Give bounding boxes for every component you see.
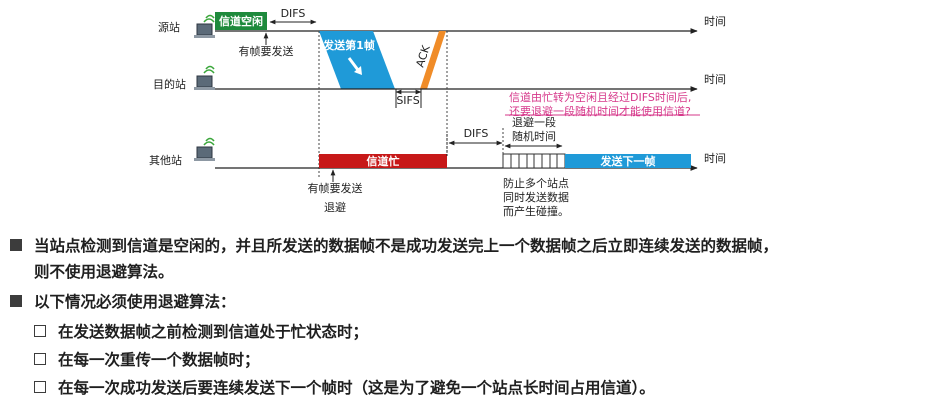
dest-time-label: 时间 <box>704 73 726 86</box>
bullet-2: 以下情况必须使用退避算法： <box>10 290 236 312</box>
checkbox-outline-icon <box>34 352 46 365</box>
source-station-label: 源站 <box>158 20 180 34</box>
other-station-icon <box>194 137 215 161</box>
source-difs-label: DIFS <box>281 7 306 20</box>
sub-bullet-2: 在每一次重传一个数据帧时； <box>34 348 260 370</box>
ack-frame <box>420 31 446 89</box>
other-time-label: 时间 <box>704 152 726 165</box>
collision-explain-3: 而产生碰撞。 <box>503 204 569 218</box>
dest-station-label: 目的站 <box>153 77 186 91</box>
square-bullet-icon <box>10 238 22 251</box>
backoff-slots <box>502 153 566 169</box>
channel-busy-block <box>319 154 447 168</box>
bullet-1-line-2: 则不使用退避算法。 <box>34 263 174 281</box>
sub-bullet-3: 在每一次成功发送后要连续发送下一个帧时（这是为了避免一个站点长时间占用信道）。 <box>34 376 655 398</box>
channel-idle-block <box>215 12 267 30</box>
source-frame-ready-note: 有帧要发送 <box>239 44 294 58</box>
annotation-line-1: 信道由忙转为空闲且经过DIFS时间后, <box>509 90 691 104</box>
other-station-label: 其他站 <box>149 153 182 167</box>
checkbox-outline-icon <box>34 324 46 337</box>
first-frame-label: 发送第1帧 <box>322 38 375 52</box>
frame-direction-arrow-icon <box>347 57 362 75</box>
channel-idle-label: 信道空闲 <box>219 14 263 28</box>
send-next-frame-block <box>565 154 691 168</box>
sub-bullet-1: 在发送数据帧之前检测到信道处于忙状态时； <box>34 320 368 342</box>
csma-ca-timing-diagram: 源站 时间 信道空闲 DIFS 有帧要发送 发送第1帧 ACK 目的站 时间 S… <box>149 7 726 218</box>
source-station-icon <box>194 14 215 38</box>
send-next-frame-label: 发送下一帧 <box>600 154 656 168</box>
channel-busy-label: 信道忙 <box>367 154 400 168</box>
backoff-label-2: 随机时间 <box>512 129 556 143</box>
bullet-1-line-1: 当站点检测到信道是空闲的，并且所发送的数据帧不是成功发送完上一个数据帧之后立即连… <box>10 234 778 256</box>
collision-explain-2: 同时发送数据 <box>503 190 569 204</box>
source-time-label: 时间 <box>704 15 726 28</box>
first-frame-parallelogram <box>319 31 395 89</box>
sifs-label: SIFS <box>396 94 419 107</box>
collision-explain-1: 防止多个站点 <box>503 176 569 190</box>
other-backoff-note: 退避 <box>324 200 346 214</box>
square-bullet-icon <box>10 294 22 307</box>
checkbox-outline-icon <box>34 380 46 393</box>
dest-station-icon <box>194 65 215 90</box>
other-difs-label: DIFS <box>464 127 489 140</box>
other-frame-ready-note: 有帧要发送 <box>308 181 363 195</box>
backoff-label-1: 退避一段 <box>512 115 556 129</box>
